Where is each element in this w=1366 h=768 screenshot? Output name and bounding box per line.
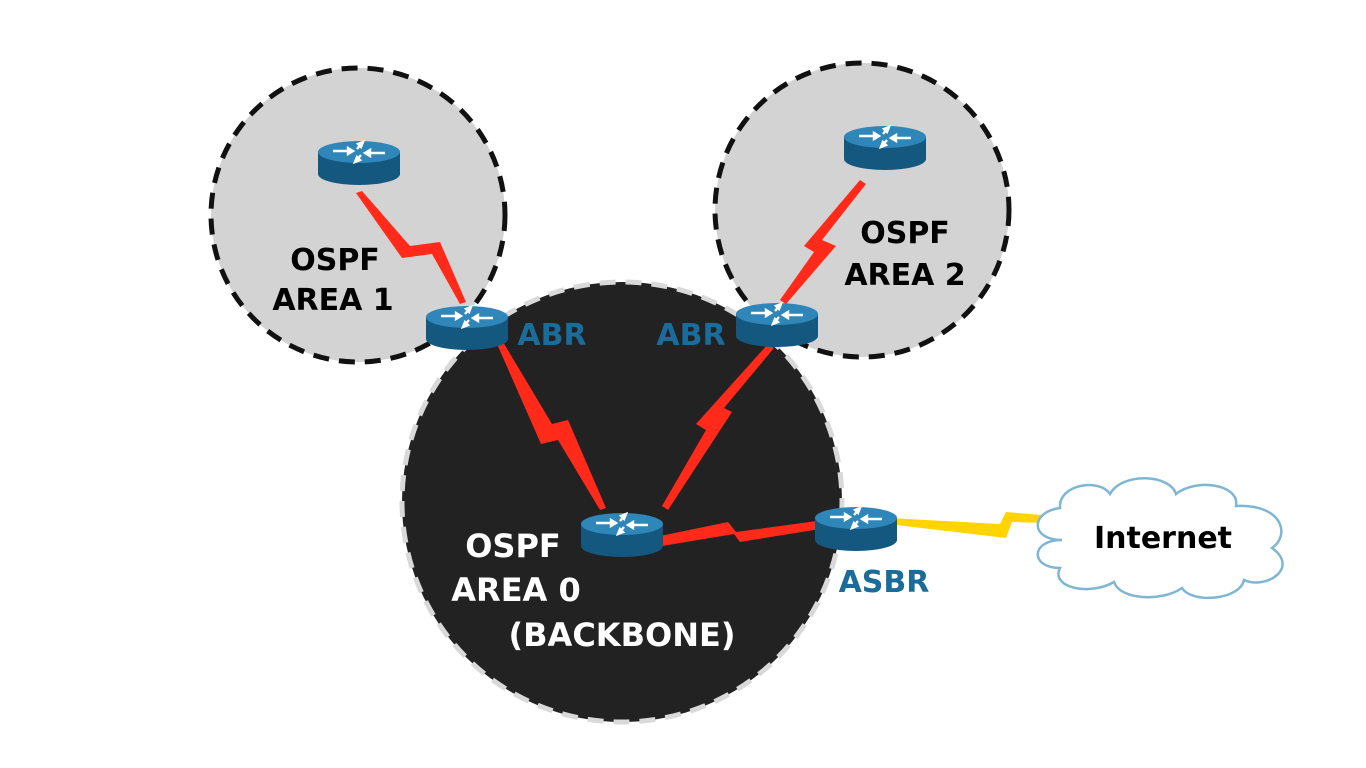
abr-right-label: ABR xyxy=(656,318,725,353)
router-icon xyxy=(813,505,899,553)
backbone-label-line3: (BACKBONE) xyxy=(509,616,736,654)
area-2-circle xyxy=(712,60,1012,360)
area-1-label-line1: OSPF xyxy=(290,243,380,278)
internet-label: Internet xyxy=(1094,521,1232,556)
router-icon xyxy=(842,124,928,172)
link-abr-right-to-core xyxy=(662,344,774,510)
router-icon xyxy=(579,511,665,559)
link-asbr-to-internet xyxy=(888,512,1078,538)
asbr-label: ASBR xyxy=(839,565,930,600)
router-icon xyxy=(316,139,402,187)
abr-left-label: ABR xyxy=(517,318,586,353)
cloud-icon xyxy=(1036,477,1284,600)
link-area2-router-to-abr-right xyxy=(780,180,866,304)
router-icon xyxy=(424,304,510,352)
router-icon xyxy=(734,301,820,349)
area-1-circle xyxy=(208,65,508,365)
area-2-label-line2: AREA 2 xyxy=(844,258,965,293)
area-1-label-line2: AREA 1 xyxy=(272,283,393,318)
link-abr-left-to-core xyxy=(497,342,606,510)
backbone-label-line1: OSPF xyxy=(465,527,561,565)
link-core-to-asbr xyxy=(660,520,826,546)
area-2-label-line1: OSPF xyxy=(860,216,950,251)
link-area1-router-to-abr-left xyxy=(356,191,466,304)
backbone-label-line2: AREA 0 xyxy=(451,571,580,609)
